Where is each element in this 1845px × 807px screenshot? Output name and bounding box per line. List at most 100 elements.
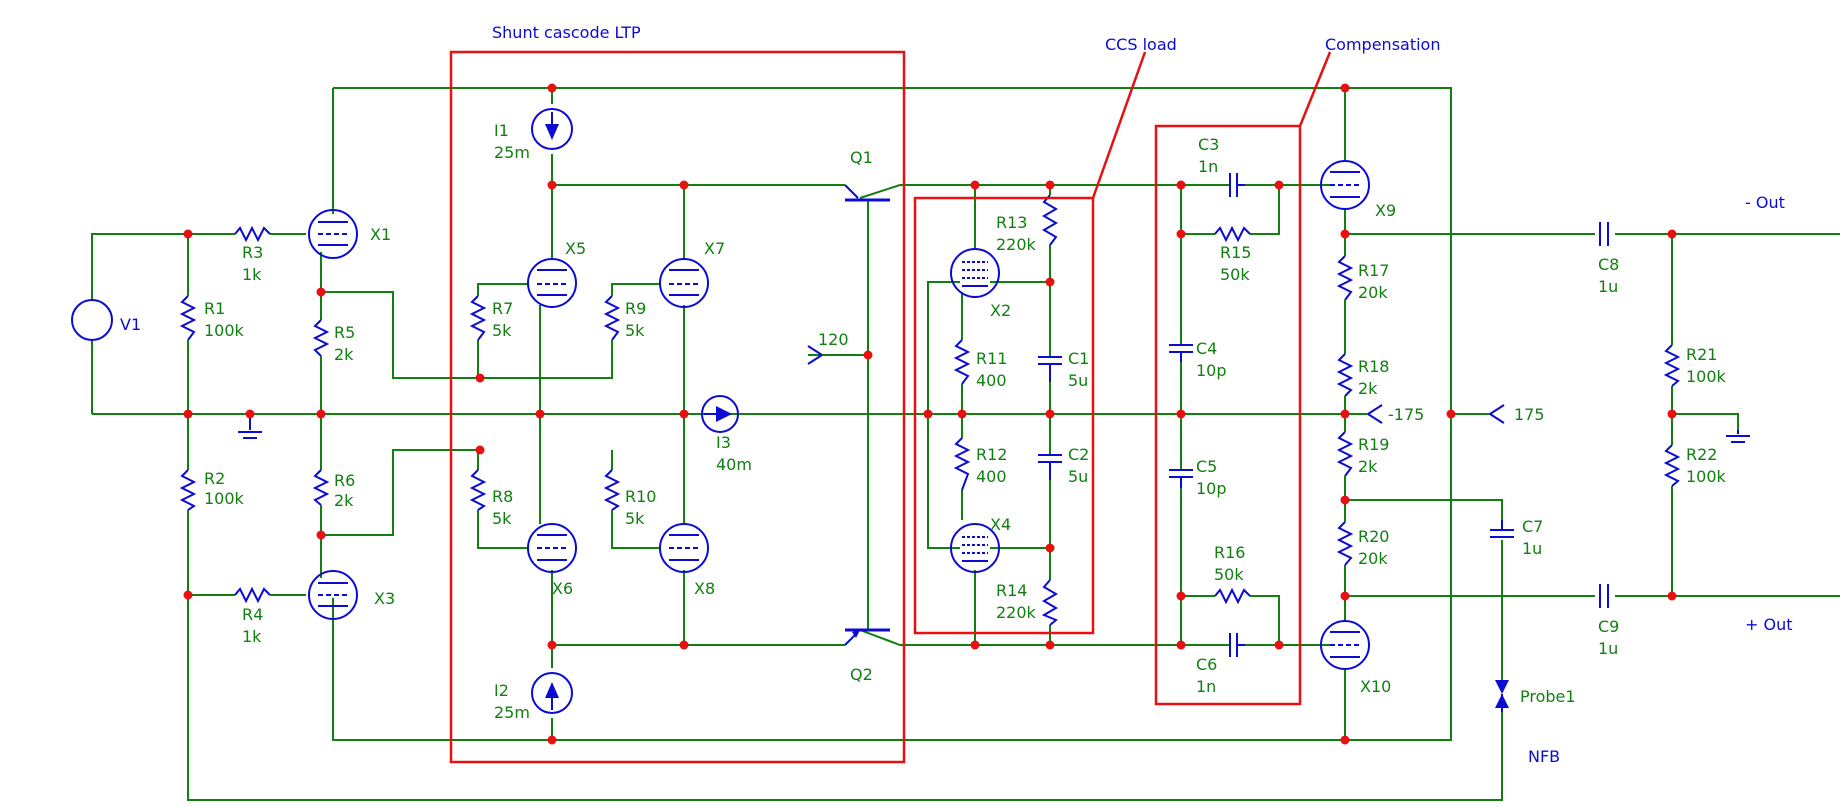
label-r2-val: 100k bbox=[204, 489, 245, 508]
label-r9-val: 5k bbox=[625, 321, 645, 340]
resistor-r15 bbox=[1214, 225, 1251, 243]
label-c1-val: 5u bbox=[1068, 371, 1088, 390]
resistor-r18 bbox=[1336, 353, 1354, 397]
label-r12: R12 bbox=[976, 445, 1007, 464]
label-r22-val: 100k bbox=[1686, 467, 1727, 486]
ccs-load-box bbox=[913, 196, 1095, 635]
label-r7: R7 bbox=[492, 299, 513, 318]
resistor-r19 bbox=[1336, 431, 1354, 477]
junction-node bbox=[1176, 591, 1186, 601]
voltage-source-v1 bbox=[71, 299, 113, 341]
junction-node bbox=[1045, 180, 1055, 190]
ground-icon bbox=[1726, 430, 1750, 443]
label-c6: C6 bbox=[1196, 655, 1217, 674]
label-r10-val: 5k bbox=[625, 509, 645, 528]
label-r8: R8 bbox=[492, 487, 513, 506]
label-c6-val: 1n bbox=[1196, 677, 1216, 696]
label-c3-val: 1n bbox=[1198, 157, 1218, 176]
junction-node bbox=[547, 735, 557, 745]
label-r2: R2 bbox=[204, 469, 225, 488]
resistor-r11 bbox=[953, 339, 971, 385]
label-c5: C5 bbox=[1196, 457, 1217, 476]
label-r4-val: 1k bbox=[242, 627, 262, 646]
junction-node bbox=[970, 180, 980, 190]
junction-node bbox=[923, 409, 933, 419]
label-r6: R6 bbox=[334, 471, 355, 490]
capacitor-c1 bbox=[1038, 356, 1062, 382]
label-r4: R4 bbox=[242, 605, 263, 624]
label-x6: X6 bbox=[552, 579, 573, 598]
junction-node bbox=[679, 409, 689, 419]
label-r18-val: 2k bbox=[1358, 379, 1378, 398]
triode-x8 bbox=[659, 523, 709, 573]
junction-node bbox=[1340, 409, 1350, 419]
junction-node bbox=[1667, 229, 1677, 239]
resistor-r10 bbox=[603, 469, 621, 511]
label-v120: 120 bbox=[818, 330, 849, 349]
label-c1: C1 bbox=[1068, 349, 1089, 368]
label-c9: C9 bbox=[1598, 617, 1619, 636]
resistor-r3 bbox=[234, 225, 271, 243]
junction-node bbox=[183, 229, 193, 239]
ccs-load-pointer bbox=[1091, 51, 1147, 199]
pentode-x2 bbox=[950, 248, 1000, 298]
label-i2: I2 bbox=[494, 681, 509, 700]
junction-node bbox=[316, 530, 326, 540]
resistor-r6 bbox=[312, 469, 330, 506]
transistor-q2 bbox=[844, 628, 890, 646]
junction-node bbox=[1176, 180, 1186, 190]
label-r5: R5 bbox=[334, 323, 355, 342]
net-flag-neg175 bbox=[1367, 404, 1383, 424]
resistor-r4 bbox=[234, 586, 271, 604]
junction-node bbox=[1045, 640, 1055, 650]
label-r19-val: 2k bbox=[1358, 457, 1378, 476]
label-r3-val: 1k bbox=[242, 265, 262, 284]
label-r20: R20 bbox=[1358, 527, 1389, 546]
label-r1: R1 bbox=[204, 299, 225, 318]
capacitor-c2 bbox=[1038, 454, 1062, 480]
label-r17: R17 bbox=[1358, 261, 1389, 280]
label-r19: R19 bbox=[1358, 435, 1389, 454]
label-out-pos: + Out bbox=[1745, 615, 1793, 634]
capacitor-c7 bbox=[1490, 520, 1514, 538]
resistor-r21 bbox=[1663, 344, 1681, 387]
junction-node bbox=[1667, 409, 1677, 419]
junction-node bbox=[183, 590, 193, 600]
junction-node bbox=[547, 640, 557, 650]
label-c8: C8 bbox=[1598, 255, 1619, 274]
junction-node bbox=[1446, 409, 1456, 419]
label-c4-val: 10p bbox=[1196, 361, 1227, 380]
junction-node bbox=[1176, 640, 1186, 650]
label-r8-val: 5k bbox=[492, 509, 512, 528]
resistor-r14 bbox=[1041, 579, 1058, 626]
junction-node bbox=[863, 350, 873, 360]
current-source-i2 bbox=[531, 672, 573, 714]
compensation-box bbox=[1154, 124, 1302, 706]
label-r14-val: 220k bbox=[996, 603, 1037, 622]
label-q2: Q2 bbox=[850, 665, 873, 684]
label-x7: X7 bbox=[704, 239, 725, 258]
junction-node bbox=[970, 640, 980, 650]
label-r21-val: 100k bbox=[1686, 367, 1727, 386]
net-flag-175 bbox=[1489, 404, 1505, 424]
label-r16-val: 50k bbox=[1214, 565, 1244, 584]
label-c3: C3 bbox=[1198, 135, 1219, 154]
junction-node bbox=[679, 640, 689, 650]
triode-x7 bbox=[659, 258, 709, 308]
resistor-r12 bbox=[953, 437, 971, 491]
capacitor-c9 bbox=[1599, 584, 1609, 608]
label-i1-val: 25m bbox=[494, 143, 530, 162]
junction-node bbox=[679, 180, 689, 190]
junction-node bbox=[547, 83, 557, 93]
label-r22: R22 bbox=[1686, 445, 1717, 464]
junction-node bbox=[1176, 229, 1186, 239]
junction-node bbox=[535, 409, 545, 419]
triode-x10 bbox=[1320, 620, 1370, 670]
label-r6-val: 2k bbox=[334, 491, 354, 510]
junction-node bbox=[957, 409, 967, 419]
capacitor-c5 bbox=[1169, 469, 1193, 488]
resistor-r20 bbox=[1336, 521, 1354, 566]
junction-node bbox=[1274, 180, 1284, 190]
junction-node bbox=[316, 409, 326, 419]
